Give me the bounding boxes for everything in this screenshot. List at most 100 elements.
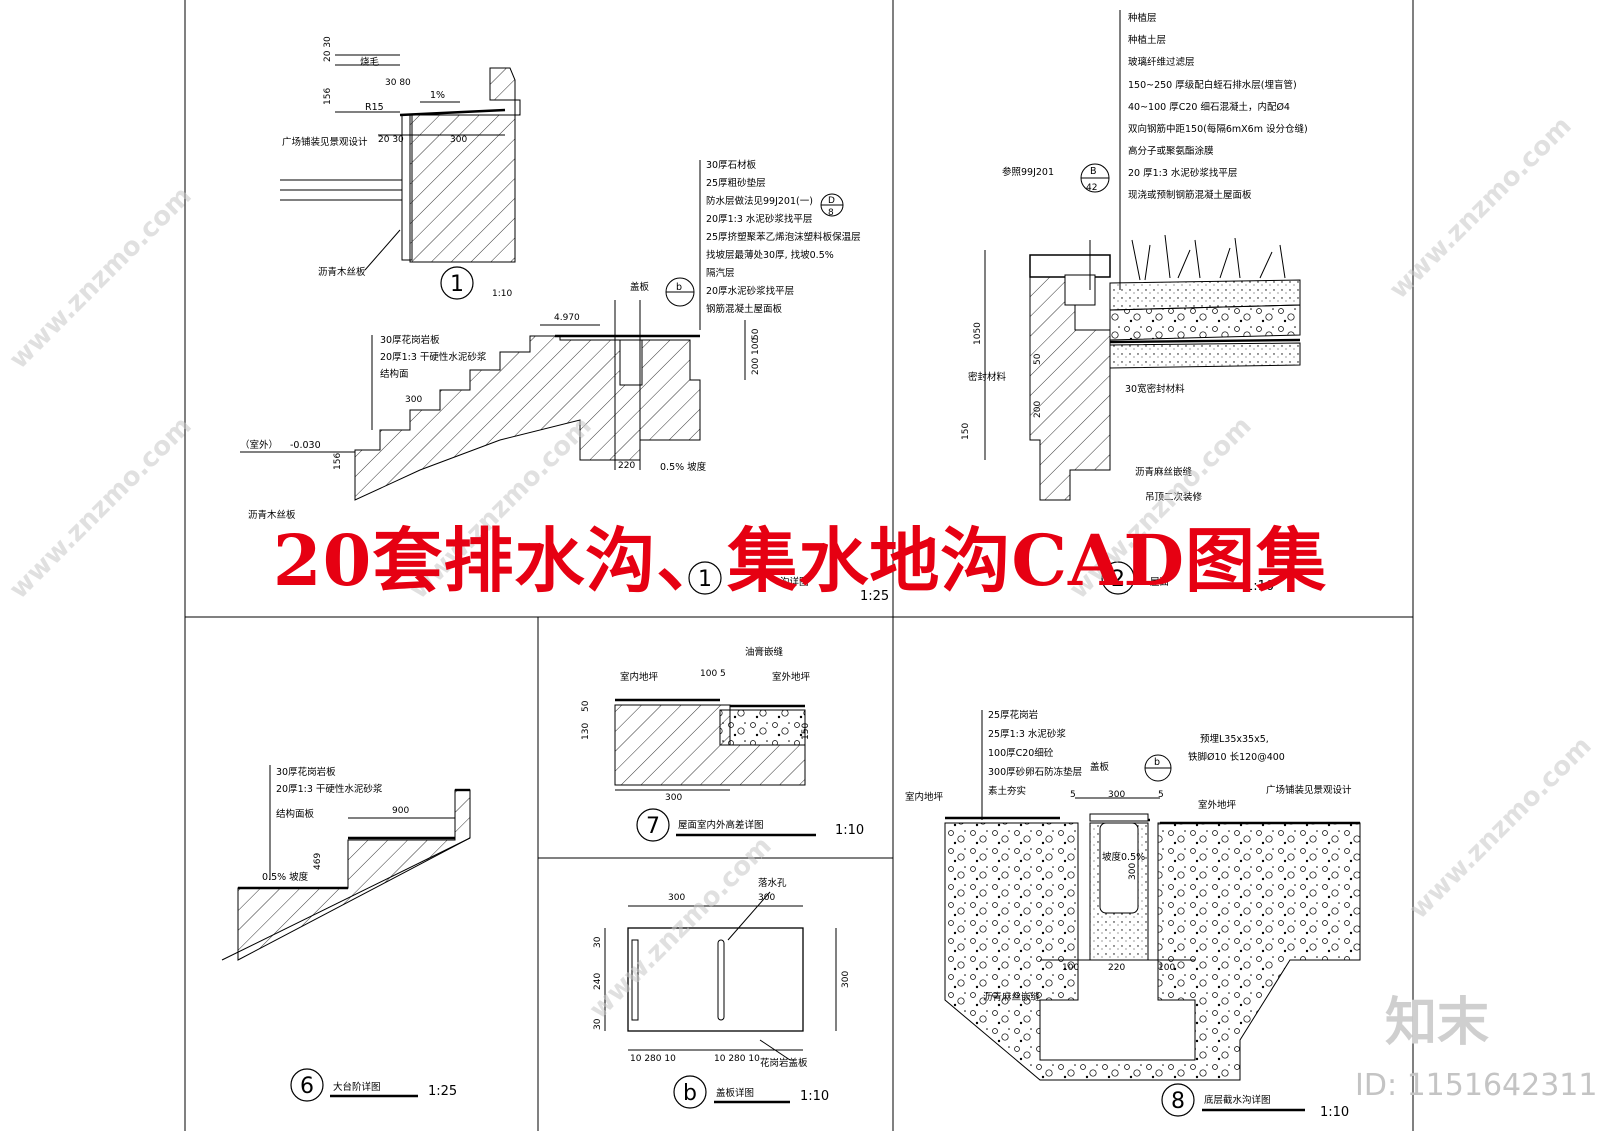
- note-mortar-25: 25厚1:3 水泥砂浆: [988, 728, 1066, 740]
- dim-100-5: 100 5: [700, 669, 726, 679]
- panel-6-large-steps: 30厚花岗岩板 20厚1:3 干硬性水泥砂浆 结构面板 900 469 0.5%…: [221, 765, 471, 1102]
- note-concrete: 40~100 厚C20 细石混凝土，内配Ø4: [1128, 101, 1290, 113]
- label-burnt: 烧毛: [360, 56, 380, 68]
- note-planting: 种植层: [1128, 12, 1157, 24]
- label-granite-cover: 花岗岩盖板: [760, 1057, 808, 1069]
- scale-1b: 1:25: [860, 589, 889, 604]
- note-slab: 现浇或预制钢筋混凝土屋面板: [1128, 189, 1252, 201]
- note-granite-25: 25厚花岗岩: [988, 709, 1038, 721]
- dim-10-280-10-a: 10 280 10: [630, 1054, 676, 1064]
- brand-logo: 知末: [1385, 993, 1490, 1053]
- note-stone-30: 30厚石材板: [706, 159, 757, 171]
- detail-number-7: 7: [646, 814, 660, 839]
- dim-50-p2: 50: [1033, 353, 1043, 365]
- dim-220-8: 220: [1108, 963, 1125, 973]
- dim-300: 300: [450, 135, 467, 145]
- dim-200-100: 200 100: [751, 338, 761, 375]
- scale-6: 1:25: [428, 1084, 457, 1099]
- label-plaza-paving: 广场铺装见景观设计: [282, 136, 368, 148]
- dim-469: 469: [313, 853, 323, 870]
- label-slope-1pct: 1%: [430, 90, 445, 101]
- dim-900: 900: [392, 806, 409, 816]
- dim-300-side: 300: [841, 971, 851, 988]
- note-drain-layer: 150~250 厚级配白蛭石排水层(埋盲管): [1128, 79, 1297, 91]
- label-asphalt-board: 沥青木丝板: [318, 266, 366, 278]
- scale-7: 1:10: [835, 823, 864, 838]
- dim-156: 156: [323, 88, 333, 105]
- dim-30-80: 30 80: [385, 78, 411, 88]
- note-gravel-300: 300厚砂卵石防冻垫层: [988, 766, 1082, 778]
- dim-300-top-b: 300: [758, 893, 775, 903]
- dim-300-vert: 300: [1128, 863, 1138, 880]
- ref-b-8: b: [1154, 757, 1160, 768]
- trench-notes: 25厚花岗岩 25厚1:3 水泥砂浆 100厚C20细砼 300厚砂卵石防冻垫层…: [981, 709, 1082, 820]
- roof-notes: 30厚石材板 25厚粗砂垫层 防水层做法见99J201(一) 20厚1:3 水泥…: [699, 159, 861, 330]
- detail-number-1: 1: [450, 272, 464, 297]
- ref-99j201: 参照99J201: [1002, 166, 1054, 178]
- note-granite: 30厚花岗岩板: [276, 766, 336, 778]
- label-embed: 预埋L35x35x5,: [1200, 734, 1269, 745]
- note-mortar: 20厚1:3 干硬性水泥砂浆: [276, 783, 383, 795]
- label-outdoor: 室外地坪: [772, 671, 811, 683]
- label-drain-hole: 落水孔: [758, 877, 787, 889]
- note-membrane: 高分子或聚氨酯涂膜: [1128, 145, 1214, 157]
- label-r15: R15: [365, 102, 384, 113]
- scale-1: 1:10: [492, 289, 512, 299]
- dim-300-top-a: 300: [668, 893, 685, 903]
- dim-30-b: 30: [593, 1018, 603, 1030]
- note-soil: 种植土层: [1128, 34, 1166, 46]
- dim-30-a: 30: [593, 936, 603, 948]
- ref-b: B: [1090, 166, 1097, 177]
- dim-50-p7: 50: [581, 700, 591, 712]
- dim-300-step: 300: [405, 395, 422, 405]
- title-7: 屋面室内外高差详图: [678, 819, 764, 831]
- dim-20-30-b: 20 30: [378, 135, 404, 145]
- note-leveling: 20厚1:3 水泥砂浆找平层: [706, 213, 812, 225]
- note-sand-25: 25厚粗砂垫层: [706, 177, 766, 189]
- label-sealant-30: 30宽密封材料: [1125, 383, 1185, 395]
- dim-156-step: 156: [333, 453, 343, 470]
- label-slope-05: 0.5% 坡度: [660, 461, 707, 473]
- elev-outdoor: -0.030: [290, 440, 321, 451]
- ref-d: D: [828, 196, 835, 206]
- scale-2: 1:10: [1245, 579, 1274, 594]
- label-embed-feet: 铁脚Ø10 长120@400: [1188, 751, 1285, 763]
- note-structure: 结构面: [380, 368, 409, 380]
- note-slope-layer: 找坡层最薄处30厚, 找坡0.5%: [706, 249, 834, 261]
- label-ceiling: 吊顶二次装修: [1145, 491, 1203, 503]
- note-rebar: 双向钢筋中距150(每隔6mX6m 设分仓缝): [1128, 123, 1308, 135]
- panel-1b-steps-drain: b 盖板 4.970 30厚花岗岩板 20厚1:3 干硬性水泥砂浆 结构面 30…: [240, 159, 889, 604]
- dim-100-b: 100: [1158, 963, 1175, 973]
- label-slope-8: 坡度0.5%: [1102, 851, 1145, 863]
- note-slab: 结构面板: [276, 808, 315, 820]
- dim-5-b: 5: [1158, 790, 1164, 800]
- title-6: 大台阶详图: [333, 1081, 381, 1093]
- ref-b-top: b: [676, 282, 682, 293]
- detail-number-2: 2: [1111, 567, 1125, 592]
- dim-10-280-10-b: 10 280 10: [714, 1054, 760, 1064]
- dim-300-8: 300: [1108, 790, 1125, 800]
- watermark-7: www.znzmo.com: [1404, 731, 1598, 925]
- detail-number-6: 6: [300, 1074, 314, 1099]
- ref-42: 42: [1086, 183, 1097, 193]
- roof-layer-notes: 种植层 种植土层 玻璃纤维过滤层 150~250 厚级配白蛭石排水层(埋盲管) …: [1119, 10, 1308, 290]
- title-b: 盖板详图: [716, 1087, 754, 1099]
- dim-1050: 1050: [973, 322, 983, 345]
- note-granite-30: 30厚花岗岩板: [380, 334, 440, 346]
- note-insulation: 25厚挤塑聚苯乙烯泡沫塑料板保温层: [706, 231, 861, 243]
- note-roof-slab: 钢筋混凝土屋面板: [706, 303, 783, 315]
- label-slope: 0.5% 坡度: [262, 871, 309, 883]
- label-caulk: 油膏嵌缝: [745, 646, 784, 658]
- dim-50: 50: [751, 328, 761, 340]
- label-outdoor: （室外）: [240, 439, 278, 451]
- dim-240: 240: [593, 973, 603, 990]
- dim-5-a: 5: [1070, 790, 1076, 800]
- scale-8: 1:10: [1320, 1105, 1349, 1120]
- panel-b-cover-plate: 300 300 落水孔 30 240 30 300 10 280 10 10 2…: [593, 877, 851, 1109]
- detail-number-b: b: [683, 1081, 697, 1106]
- dim-300-p7: 300: [665, 793, 682, 803]
- panel-7-level-diff: 室内地坪 油膏嵌缝 室外地坪 100 5 50 130 150 300 7 屋面…: [581, 646, 864, 842]
- dim-200-p2: 200: [1033, 401, 1043, 418]
- label-hemp-joint: 沥青麻丝嵌缝: [1135, 466, 1193, 478]
